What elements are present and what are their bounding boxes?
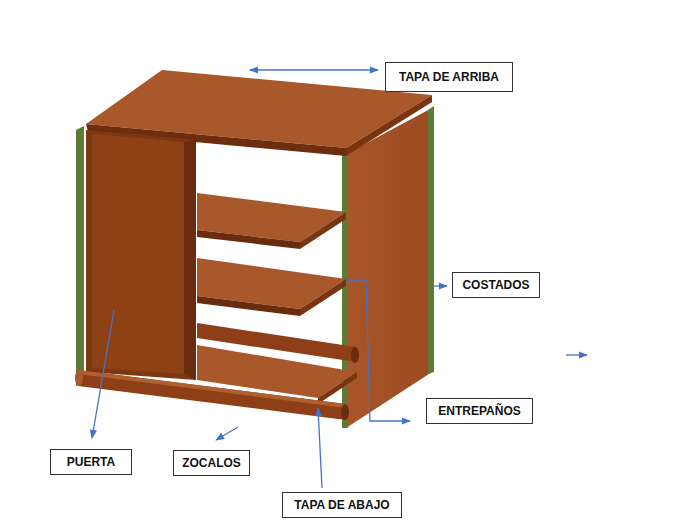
leader-arrow <box>346 281 410 421</box>
front-plinth-end <box>75 370 83 386</box>
label-box: TAPA DE ABAJO <box>282 492 402 518</box>
front-plinth-top <box>78 370 346 408</box>
leader-arrow <box>216 427 238 440</box>
door-face <box>92 134 184 374</box>
part-label: PUERTA <box>51 455 131 469</box>
shelf-edge <box>300 212 346 249</box>
leader-arrow <box>433 285 447 286</box>
back-plinth-end <box>351 347 359 363</box>
shelf-edge <box>197 230 300 249</box>
door <box>86 130 196 380</box>
top-panel-side-edge <box>346 95 432 156</box>
side-panel-back-edge <box>428 106 434 374</box>
bottom-panel-edge <box>318 372 357 404</box>
door-edge <box>184 140 196 380</box>
part-label: COSTADOS <box>453 278 539 292</box>
label-box: COSTADOS <box>452 272 540 298</box>
part-label: TAPA DE ARRIBA <box>386 70 512 84</box>
shelf-edge <box>197 296 300 316</box>
leader-arrow <box>250 69 378 70</box>
side-panel <box>346 108 432 428</box>
label-box: ENTREPAÑOS <box>426 398 533 424</box>
leader-arrow <box>92 310 114 438</box>
part-label: ENTREPAÑOS <box>427 404 532 418</box>
label-box: TAPA DE ARRIBA <box>385 62 513 92</box>
left-side-edge <box>76 126 84 386</box>
leader-arrow <box>318 408 322 488</box>
shelf-edge <box>300 279 346 316</box>
leader-arrow <box>566 354 587 355</box>
label-box: PUERTA <box>50 449 132 475</box>
part-label: TAPA DE ABAJO <box>283 498 401 512</box>
front-plinth-end <box>341 404 349 420</box>
label-box: ZOCALOS <box>173 450 250 476</box>
front-plinth <box>78 370 346 420</box>
part-label: ZOCALOS <box>174 456 249 470</box>
